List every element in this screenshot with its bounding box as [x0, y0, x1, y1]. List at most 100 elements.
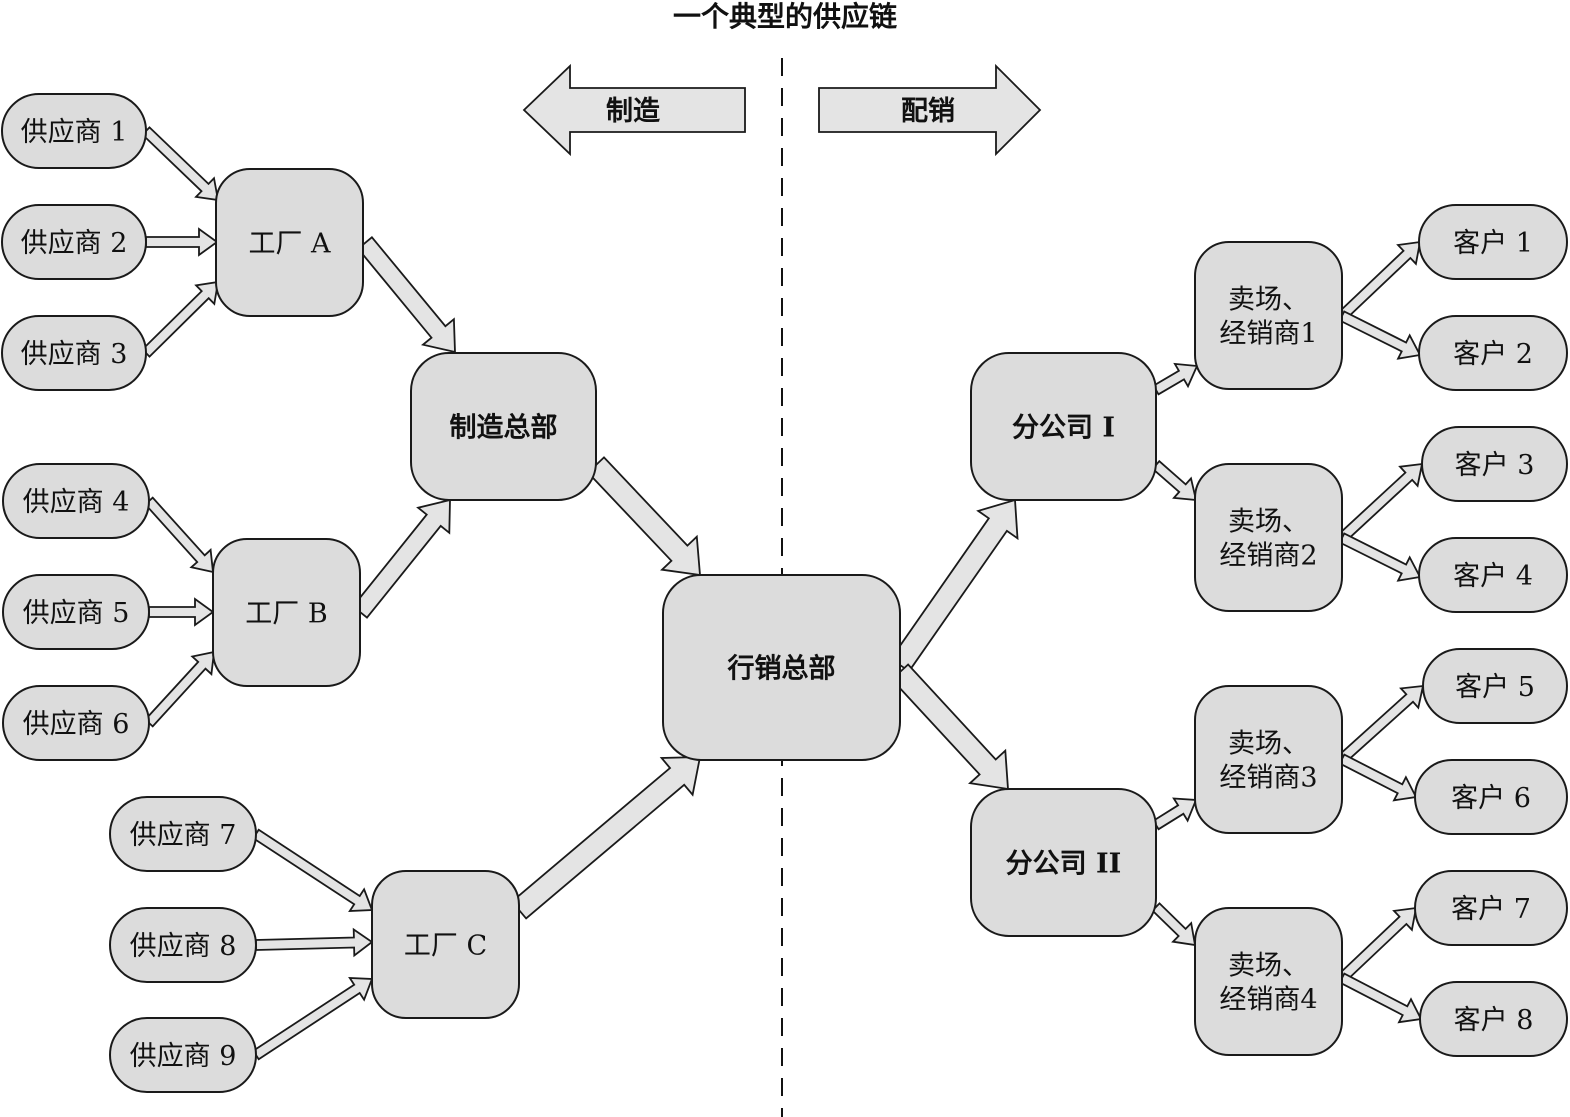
arrow-s2-fa [145, 227, 219, 257]
supplier-box [1, 204, 147, 280]
arrow-s4-fb [144, 496, 215, 574]
arrow-s1-fa [141, 126, 220, 202]
customer-node-c6: 客户 6 [1414, 759, 1568, 835]
retailer-label: 经销商1 [1219, 319, 1317, 350]
retailer-node-r3: 卖场、经销商3 [1194, 685, 1343, 834]
arrow-r3-c5 [1337, 684, 1425, 764]
supplier-node-s2: 供应商 2 [1, 204, 147, 280]
arrow-b1-r2 [1151, 459, 1198, 502]
customer-box [1414, 870, 1568, 946]
supplier-box [109, 907, 257, 983]
hq-node-mhq: 制造总部 [410, 352, 597, 501]
arrow-r4-c8 [1338, 972, 1423, 1024]
factory-label: 工厂 C [404, 931, 487, 962]
supplier-node-s3: 供应商 3 [1, 315, 147, 391]
customer-box [1418, 537, 1568, 613]
retailer-label: 经销商4 [1219, 985, 1317, 1016]
factory-label: 工厂 B [245, 599, 327, 630]
supplier-node-s1: 供应商 1 [1, 93, 147, 169]
supplier-box [109, 796, 257, 872]
retailer-label: 卖场、 [1228, 285, 1309, 316]
retailer-node-r2: 卖场、经销商2 [1194, 463, 1343, 612]
diagram-title: 一个典型的供应链 [673, 0, 897, 33]
customer-box [1418, 204, 1568, 280]
factory-node-fc: 工厂 C [371, 870, 520, 1019]
branch-label: 分公司 I [1012, 413, 1115, 444]
arrow-shq-b1 [889, 498, 1019, 673]
factory-box [371, 870, 520, 1019]
retailer-box [1194, 463, 1343, 612]
arrow-fb-mhq [351, 498, 451, 619]
distribution-banner-arrow [818, 63, 1042, 157]
arrow-fc-shq [510, 756, 702, 920]
retailer-label: 卖场、 [1228, 507, 1309, 538]
supplier-node-s8: 供应商 8 [109, 907, 257, 983]
customer-box [1414, 759, 1568, 835]
customer-label: 客户 7 [1451, 894, 1531, 925]
supplier-label: 供应商 2 [21, 228, 128, 259]
customer-node-c2: 客户 2 [1418, 315, 1568, 391]
branch-node-b2: 分公司 II [970, 788, 1157, 937]
customer-node-c5: 客户 5 [1422, 648, 1568, 724]
supplier-node-s6: 供应商 6 [2, 685, 150, 761]
arrow-s3-fa [141, 280, 220, 358]
connection-arrows [141, 126, 1425, 1061]
customer-node-c1: 客户 1 [1418, 204, 1568, 280]
factory-box [215, 168, 364, 317]
customer-label: 客户 6 [1451, 783, 1531, 814]
customer-node-c3: 客户 3 [1421, 426, 1568, 502]
arrow-r2-c3 [1337, 462, 1424, 543]
branch-node-b1: 分公司 I [970, 352, 1157, 501]
arrow-r1-c2 [1338, 310, 1422, 360]
supplier-label: 供应商 4 [23, 487, 130, 518]
customer-label: 客户 8 [1454, 1005, 1534, 1036]
factory-box [212, 538, 361, 687]
retailer-box [1194, 907, 1343, 1056]
arrow-r4-c7 [1337, 906, 1418, 983]
distribution-banner-label: 配销 [901, 96, 955, 127]
arrow-r3-c6 [1338, 753, 1418, 802]
supplier-node-s7: 供应商 7 [109, 796, 257, 872]
factory-node-fb: 工厂 B [212, 538, 361, 687]
arrow-s5-fb [148, 597, 215, 627]
customer-box [1418, 315, 1568, 391]
retailer-node-r4: 卖场、经销商4 [1194, 907, 1343, 1056]
customer-label: 客户 5 [1455, 672, 1535, 703]
customer-box [1421, 426, 1568, 502]
retailer-label: 卖场、 [1228, 951, 1309, 982]
arrow-s6-fb [144, 650, 216, 728]
manufacturing-banner-arrow [522, 63, 746, 157]
branch-box [970, 352, 1157, 501]
retailer-label: 经销商2 [1219, 541, 1317, 572]
hq-label: 制造总部 [450, 412, 558, 444]
customer-label: 客户 3 [1455, 450, 1535, 481]
supplier-box [2, 463, 150, 539]
supplier-label: 供应商 9 [130, 1041, 237, 1072]
customer-node-c7: 客户 7 [1414, 870, 1568, 946]
branch-label: 分公司 II [1006, 849, 1122, 880]
hq-node-shq: 行销总部 [662, 574, 901, 761]
customer-label: 客户 2 [1453, 339, 1533, 370]
arrow-b2-r3 [1152, 797, 1198, 831]
customer-box [1419, 981, 1568, 1057]
supplier-node-s9: 供应商 9 [109, 1017, 257, 1093]
supplier-label: 供应商 3 [21, 339, 128, 370]
hq-box [662, 574, 901, 761]
arrow-b2-r4 [1151, 902, 1197, 947]
supplier-label: 供应商 1 [21, 117, 128, 148]
supplier-label: 供应商 5 [23, 598, 130, 629]
customer-node-c4: 客户 4 [1418, 537, 1568, 613]
arrow-s9-fc [252, 977, 374, 1061]
manufacturing-banner-label: 制造 [606, 96, 660, 127]
customer-node-c8: 客户 8 [1419, 981, 1568, 1057]
supplier-box [2, 685, 150, 761]
supplier-box [109, 1017, 257, 1093]
arrow-s7-fc [252, 828, 374, 912]
supplier-label: 供应商 6 [23, 709, 130, 740]
supplier-label: 供应商 7 [130, 820, 237, 851]
arrow-r2-c4 [1338, 532, 1422, 582]
retailer-node-r1: 卖场、经销商1 [1194, 241, 1343, 390]
arrow-s8-fc [254, 927, 374, 958]
customer-box [1422, 648, 1568, 724]
